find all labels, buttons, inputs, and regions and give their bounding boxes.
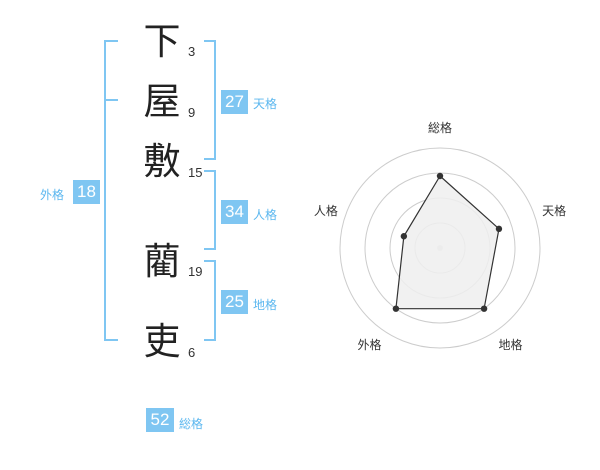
soukaku-label: 総格: [179, 417, 204, 431]
stroke-count-2: 9: [188, 105, 196, 120]
radar-points: [392, 172, 503, 312]
radar-point-0: [436, 172, 444, 180]
radar-point-3: [392, 305, 400, 312]
jinkaku-label: 人格: [253, 208, 278, 222]
axis-label-tenkaku: 天格: [542, 203, 566, 218]
axis-label-gaikaku: 外格: [357, 337, 381, 352]
stroke-count-5: 6: [188, 345, 196, 360]
jinkaku-badge: 34: [221, 200, 248, 224]
name-char-1: 下: [143, 20, 181, 63]
axis-label-chikaku: 地格: [498, 337, 522, 352]
chikaku-label: 地格: [253, 298, 278, 312]
tenkaku-badge: 27: [221, 90, 248, 114]
radar-area: [395, 175, 500, 310]
radar-ring-4: [339, 147, 541, 349]
name-char-3: 敷: [143, 140, 181, 183]
name-char-2: 屋: [143, 80, 181, 123]
radar-point-4: [400, 233, 408, 240]
tenkaku-label: 天格: [253, 97, 278, 111]
stroke-count-3: 15: [188, 165, 203, 180]
gaikaku-badge: 18: [73, 180, 100, 204]
soukaku-badge: 52: [146, 408, 174, 432]
stroke-count-4: 19: [188, 264, 203, 279]
name-char-4: 藺: [143, 240, 181, 283]
radar-chart: 総格 天格 地格 外格 人格: [314, 120, 566, 352]
name-char-5: 吏: [143, 320, 181, 363]
axis-label-jinkaku: 人格: [314, 203, 338, 218]
gaikaku-label: 外格: [40, 188, 65, 202]
axis-label-soukaku: 総格: [428, 120, 452, 135]
chikaku-badge: 25: [221, 290, 248, 314]
radar-point-2: [480, 305, 488, 312]
radar-point-1: [495, 225, 503, 233]
stroke-count-1: 3: [188, 44, 196, 59]
